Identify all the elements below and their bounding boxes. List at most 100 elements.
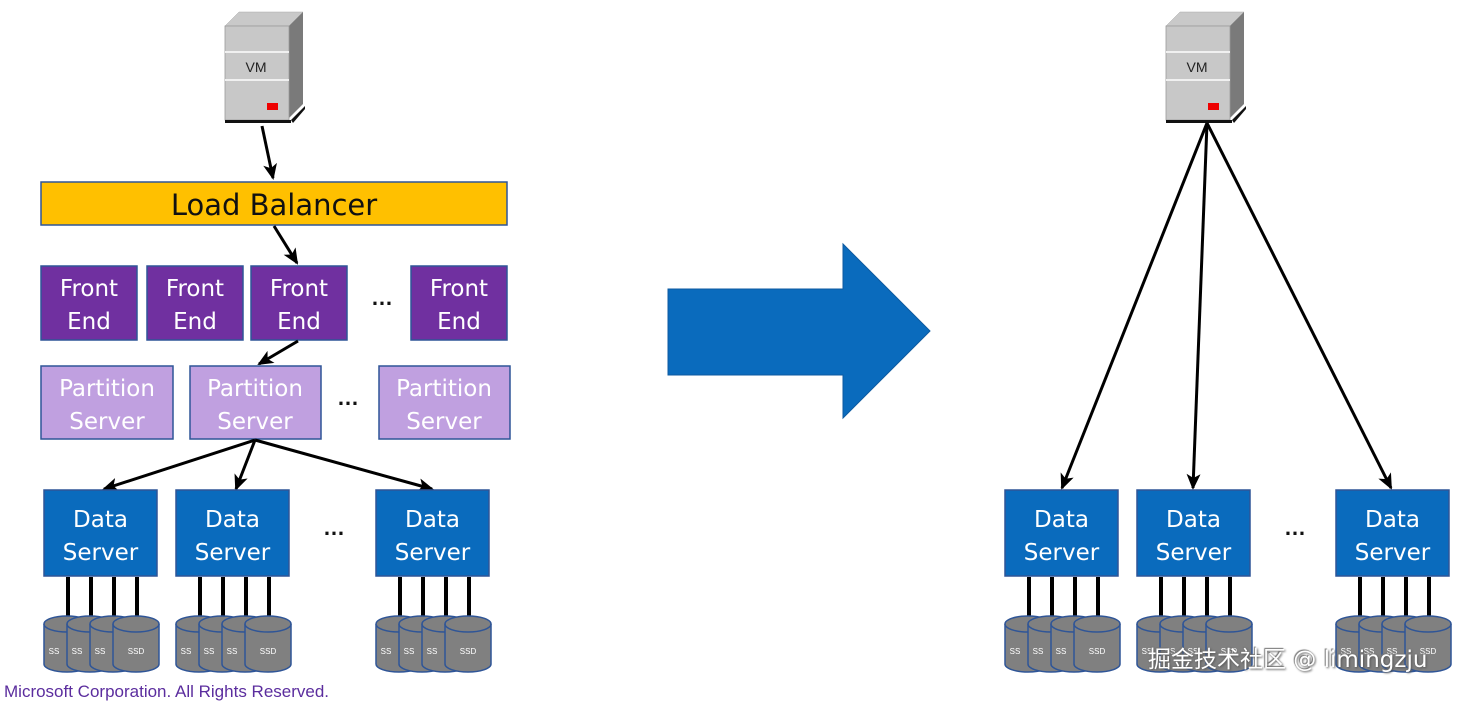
box-label: Data — [205, 507, 260, 533]
box-label: End — [277, 309, 321, 335]
box-label: Partition — [396, 376, 492, 402]
front-end-box: Front End — [40, 265, 138, 341]
box-label: Server — [395, 540, 471, 566]
ssd-label: SS — [1364, 647, 1375, 656]
box-label: Server — [69, 409, 145, 435]
vm-label: VM — [1187, 59, 1208, 75]
ssd-label: SS — [404, 647, 415, 656]
ellipsis: … — [371, 285, 393, 310]
ssd-label: SS — [427, 647, 438, 656]
ssd-disk-icon: SSD — [244, 615, 292, 673]
partition-server-box: Partition Server — [40, 365, 174, 440]
box-label: Server — [217, 409, 293, 435]
box-label: Server — [195, 540, 271, 566]
box-label: Front — [430, 276, 488, 302]
connector-arrow — [234, 439, 257, 491]
box-label: Front — [270, 276, 328, 302]
ssd-label: SSD — [1089, 647, 1106, 656]
ssd-label: SS — [1056, 647, 1067, 656]
right-arrow-icon — [667, 242, 931, 420]
ssd-label: SS — [1010, 647, 1021, 656]
connector-arrow — [272, 225, 299, 265]
box-label: Server — [1355, 540, 1431, 566]
box-label: Data — [1365, 507, 1420, 533]
ssd-label: SS — [95, 647, 106, 656]
ellipsis: … — [1284, 515, 1306, 540]
ssd-label: SSD — [1420, 647, 1437, 656]
ssd-label: SS — [1341, 647, 1352, 656]
ssd-label: SS — [49, 647, 60, 656]
box-label: Data — [405, 507, 460, 533]
ssd-disk-icon: SSD — [112, 615, 160, 673]
ssd-label: SS — [181, 647, 192, 656]
partition-server-box: Partition Server — [378, 365, 511, 440]
ssd-label: SS — [1165, 647, 1176, 656]
ssd-label: SS — [381, 647, 392, 656]
vm-label: VM — [246, 59, 267, 75]
load-balancer: Load Balancer — [40, 181, 508, 226]
connector-arrow — [257, 339, 299, 366]
ssd-disk-icon: SSD — [1205, 615, 1253, 673]
box-label: Server — [406, 409, 482, 435]
connector-arrow — [102, 438, 256, 492]
load-balancer-label: Load Balancer — [171, 188, 377, 222]
ssd-disk-icon: SSD — [1073, 615, 1121, 673]
box-label: Server — [1024, 540, 1100, 566]
box-label: Front — [166, 276, 224, 302]
ssd-label: SS — [1188, 647, 1199, 656]
vm-server-icon: VM — [224, 11, 305, 123]
connector-arrow — [260, 125, 277, 180]
copyright-footer: Microsoft Corporation. All Rights Reserv… — [4, 682, 330, 701]
box-label: End — [173, 309, 217, 335]
connector-arrow — [1060, 122, 1209, 490]
vm-server-icon: VM — [1165, 11, 1246, 123]
left-diagram: VM Load Balancer Front End Front End Fro… — [40, 11, 511, 673]
connector-arrow — [1186, 122, 1209, 490]
box-label: Partition — [207, 376, 303, 402]
ssd-label: SS — [1033, 647, 1044, 656]
front-end-box: Front End — [146, 265, 244, 341]
ssd-label: SS — [72, 647, 83, 656]
ssd-label: SS — [204, 647, 215, 656]
connector-arrow — [1205, 122, 1393, 490]
ssd-label: SSD — [1221, 647, 1238, 656]
ssd-label: SSD — [460, 647, 477, 656]
ssd-label: SSD — [128, 647, 145, 656]
box-label: Data — [73, 507, 128, 533]
front-end-box: Front End — [250, 265, 348, 341]
partition-server-box: Partition Server — [189, 365, 322, 440]
ssd-label: SS — [1142, 647, 1153, 656]
connector-arrow — [254, 438, 434, 493]
watermark: 掘金技术社区 @ limingzju — [1148, 647, 1428, 673]
box-label: End — [67, 309, 111, 335]
ssd-disk-icon: SSD — [444, 615, 492, 673]
box-label: Server — [1156, 540, 1232, 566]
ellipsis: … — [323, 515, 345, 540]
ssd-label: SS — [227, 647, 238, 656]
ssd-disk-icon: SSD — [1404, 615, 1452, 673]
box-label: Server — [63, 540, 139, 566]
box-label: End — [437, 309, 481, 335]
box-label: Data — [1034, 507, 1089, 533]
ellipsis: … — [337, 385, 359, 410]
ssd-label: SSD — [260, 647, 277, 656]
box-label: Partition — [59, 376, 155, 402]
box-label: Data — [1166, 507, 1221, 533]
box-label: Front — [60, 276, 118, 302]
front-end-box: Front End — [410, 265, 508, 341]
ssd-label: SS — [1387, 647, 1398, 656]
